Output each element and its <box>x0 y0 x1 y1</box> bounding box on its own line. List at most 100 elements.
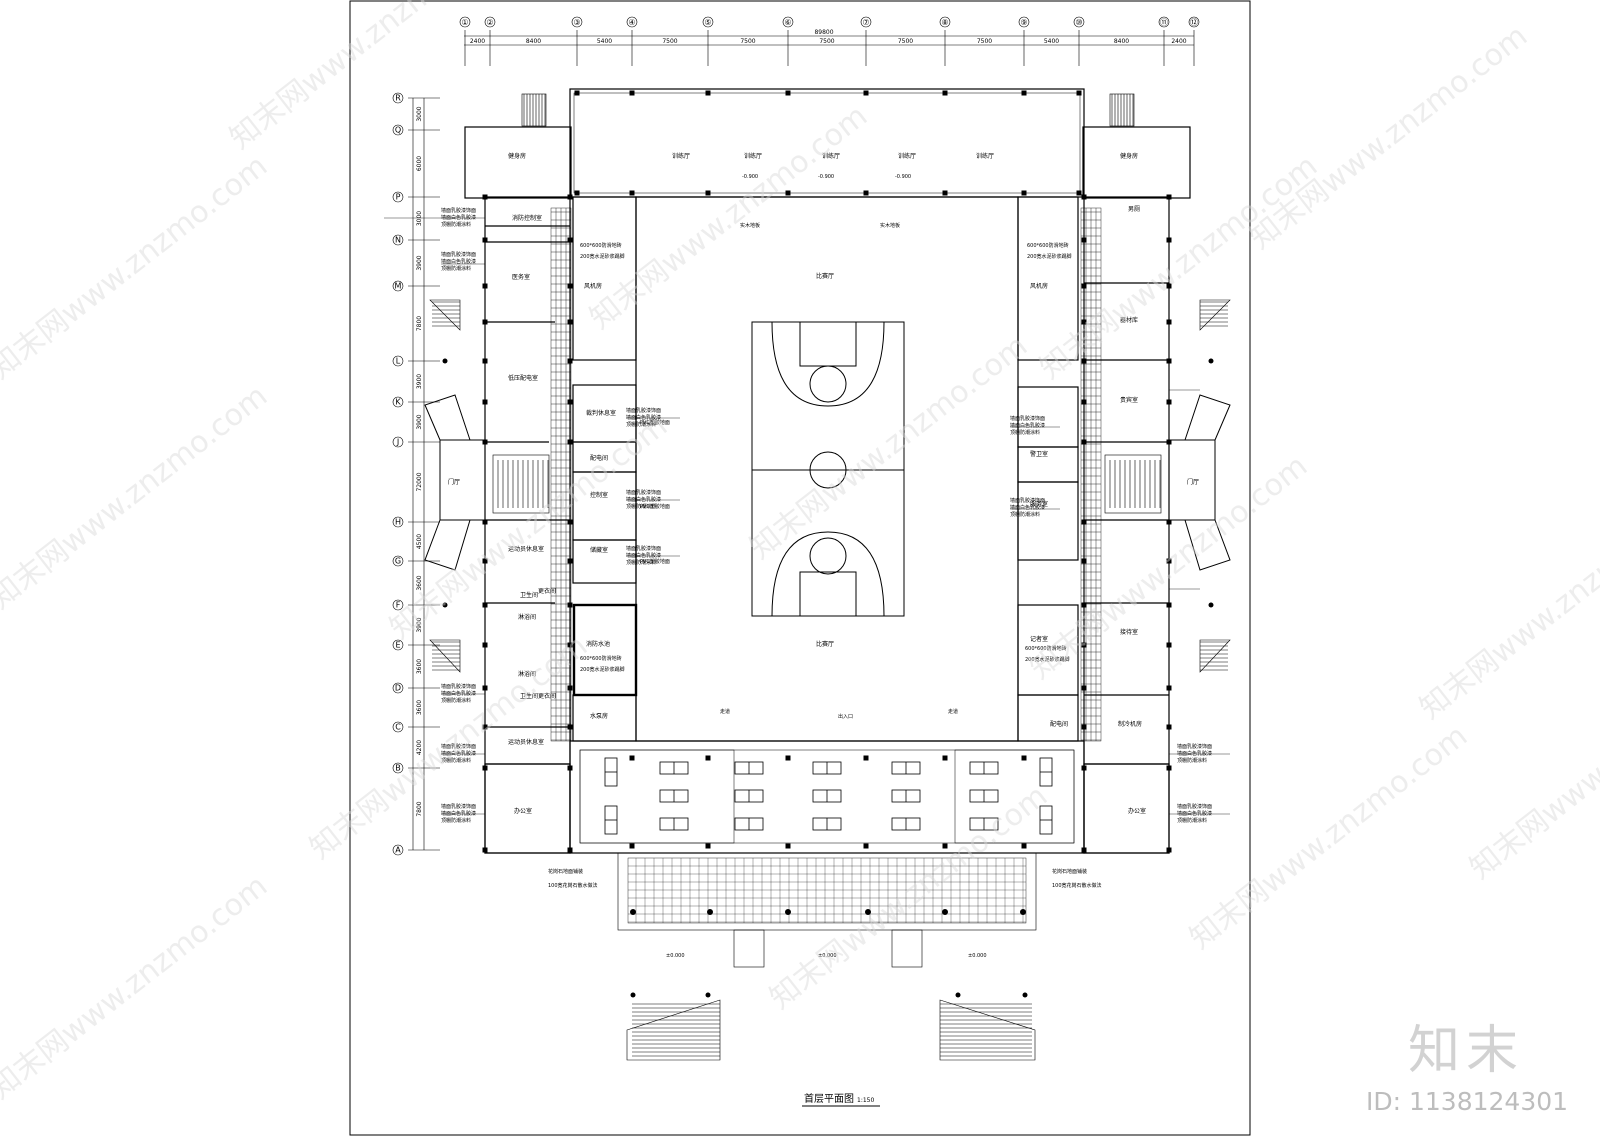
room-power: 低压配电室 <box>508 374 538 382</box>
column-axis-11: ⑪ <box>1160 18 1168 27</box>
room-lobby-west: 门厅 <box>448 478 460 486</box>
side-note-line3: 顶棚防潮涂料 <box>441 817 471 824</box>
column-axis-3: ③ <box>573 18 580 27</box>
note-200-pool: 200宽水泥砂浆踢脚 <box>580 666 625 673</box>
row-axis-F: F <box>396 601 401 610</box>
side-note-line1: 墙面乳胶漆饰面 <box>626 407 661 414</box>
room-training-4: 训练厅 <box>898 152 916 160</box>
note-elev-s3: ±0.000 <box>968 953 987 959</box>
row-axis-B: B <box>395 764 401 773</box>
watermark-text: 知末网www.znzmo.com <box>1033 148 1324 386</box>
note-tile-pool: 600*600防滑地砖 <box>580 655 622 662</box>
room-shower-1: 淋浴间 <box>518 613 536 621</box>
row-axis-M: M <box>395 282 402 291</box>
note-stone2-west: 100宽花岗石散水做法 <box>548 882 598 889</box>
column-dimension: 2400 <box>470 38 485 45</box>
drawing-title: 首层平面图 <box>804 1092 854 1105</box>
side-note-line2: 墙面白色乳胶漆 <box>441 690 476 697</box>
row-dimension: 3900 <box>416 374 423 389</box>
note-aisle-2: 走道 <box>948 708 958 715</box>
row-axis-E: E <box>395 641 400 650</box>
row-axis-R: R <box>395 94 401 103</box>
room-changing-1: 更衣间 <box>538 587 556 595</box>
side-note-line1: 墙面乳胶漆饰面 <box>626 545 661 552</box>
row-axis-K: K <box>395 398 401 407</box>
side-note-line2: 墙面白色乳胶漆 <box>1177 810 1212 817</box>
watermark-text: 知末网www.znzmo.com <box>0 148 274 386</box>
note-elev-s2: ±0.000 <box>818 953 837 959</box>
room-lobby-east: 门厅 <box>1187 478 1199 486</box>
room-training-2: 训练厅 <box>744 152 762 160</box>
room-toilet-1: 卫生间 <box>520 591 538 599</box>
column-dimension: 8400 <box>1114 38 1129 45</box>
note-entry: 出入口 <box>838 713 853 720</box>
note-court-2: 实木地板 <box>880 222 900 229</box>
column-dimension: 7500 <box>977 38 992 45</box>
room-service: 服务室 <box>1030 500 1048 508</box>
side-note-line3: 顶棚防潮涂料 <box>441 221 471 228</box>
row-axis-G: G <box>395 557 401 566</box>
side-note-line2: 墙面白色乳胶漆 <box>626 552 661 559</box>
note-elev-n2: -0.900 <box>818 174 834 180</box>
watermark-text: 知末网www.znzmo.com <box>743 328 1034 566</box>
sheet-border <box>349 0 1251 1136</box>
column-dimension: 5400 <box>1044 38 1059 45</box>
room-restroom: 男厕 <box>1128 206 1140 213</box>
row-axis-C: C <box>395 723 401 732</box>
row-dimension: 7800 <box>416 801 423 816</box>
column-axis-10: ⑩ <box>1075 18 1082 27</box>
row-dimension: 4500 <box>416 534 423 549</box>
note-stone-east: 花岗石地面铺装 <box>1052 868 1087 875</box>
room-office-west: 办公室 <box>514 807 532 815</box>
row-axis-L: L <box>396 357 401 366</box>
room-toilet-2: 卫生间 <box>520 692 538 700</box>
side-note-line3: 顶棚防潮涂料 <box>1177 817 1207 824</box>
room-dist-east: 配电间 <box>1050 720 1068 728</box>
south-plaza <box>617 852 1037 968</box>
note-elev-n1: -0.900 <box>742 174 758 180</box>
column-axis-1: ① <box>461 18 468 27</box>
room-fan-east: 风机房 <box>1030 282 1048 290</box>
table-tennis-tables <box>604 757 1053 835</box>
column-dimension: 7500 <box>819 38 834 45</box>
room-athlete-1: 运动员休息室 <box>508 545 544 553</box>
room-office-east: 办公室 <box>1128 807 1146 815</box>
row-dimension: 72000 <box>416 472 423 491</box>
side-note-line3: 顶棚防潮涂料 <box>1010 511 1040 518</box>
watermark-text: 知末网www.znzmo.com <box>303 628 594 866</box>
column-axis-7: ⑦ <box>862 18 869 27</box>
drawing-scale: 1:150 <box>857 1097 874 1104</box>
watermark-text: 知末网www.znzmo.com <box>1413 488 1600 726</box>
side-note-line2: 墙面白色乳胶漆 <box>1010 504 1045 511</box>
watermark-text: 知末网www.znzmo.com <box>223 0 514 156</box>
room-pump: 水泵房 <box>590 712 608 720</box>
room-vip: 贵宾室 <box>1120 396 1138 404</box>
note-aisle-1: 走道 <box>720 708 730 715</box>
side-note-line1: 墙面乳胶漆饰面 <box>626 489 661 496</box>
column-axis-2: ② <box>486 18 493 27</box>
structural-columns <box>482 90 1172 853</box>
room-storage: 储藏室 <box>590 546 608 554</box>
side-note-line1: 墙面乳胶漆饰面 <box>1010 497 1045 504</box>
side-note-line2: 墙面白色乳胶漆 <box>626 496 661 503</box>
row-dimension: 7800 <box>416 316 423 331</box>
room-control: 控制室 <box>590 491 608 499</box>
column-axis-9: ⑨ <box>1020 18 1027 27</box>
room-press: 接待室 <box>1120 628 1138 636</box>
side-note-line1: 墙面乳胶漆饰面 <box>441 743 476 750</box>
room-gym-east: 健身房 <box>1120 152 1138 160</box>
room-medical: 医务室 <box>512 273 530 281</box>
row-axis-J: J <box>396 438 399 447</box>
room-athlete-2: 运动员休息室 <box>508 738 544 746</box>
column-axis-5: ⑤ <box>704 18 711 27</box>
column-axis-6: ⑥ <box>784 18 791 27</box>
row-axis-D: D <box>395 684 401 693</box>
column-axis-8: ⑧ <box>941 18 948 27</box>
note-leaders <box>384 217 1230 815</box>
basketball-court <box>751 321 905 617</box>
top-dimension-chain <box>464 30 1195 66</box>
side-note-line2: 墙面白色乳胶漆 <box>441 258 476 265</box>
room-changing-2: 更衣间 <box>538 692 556 700</box>
row-dimension: 3600 <box>416 700 423 715</box>
